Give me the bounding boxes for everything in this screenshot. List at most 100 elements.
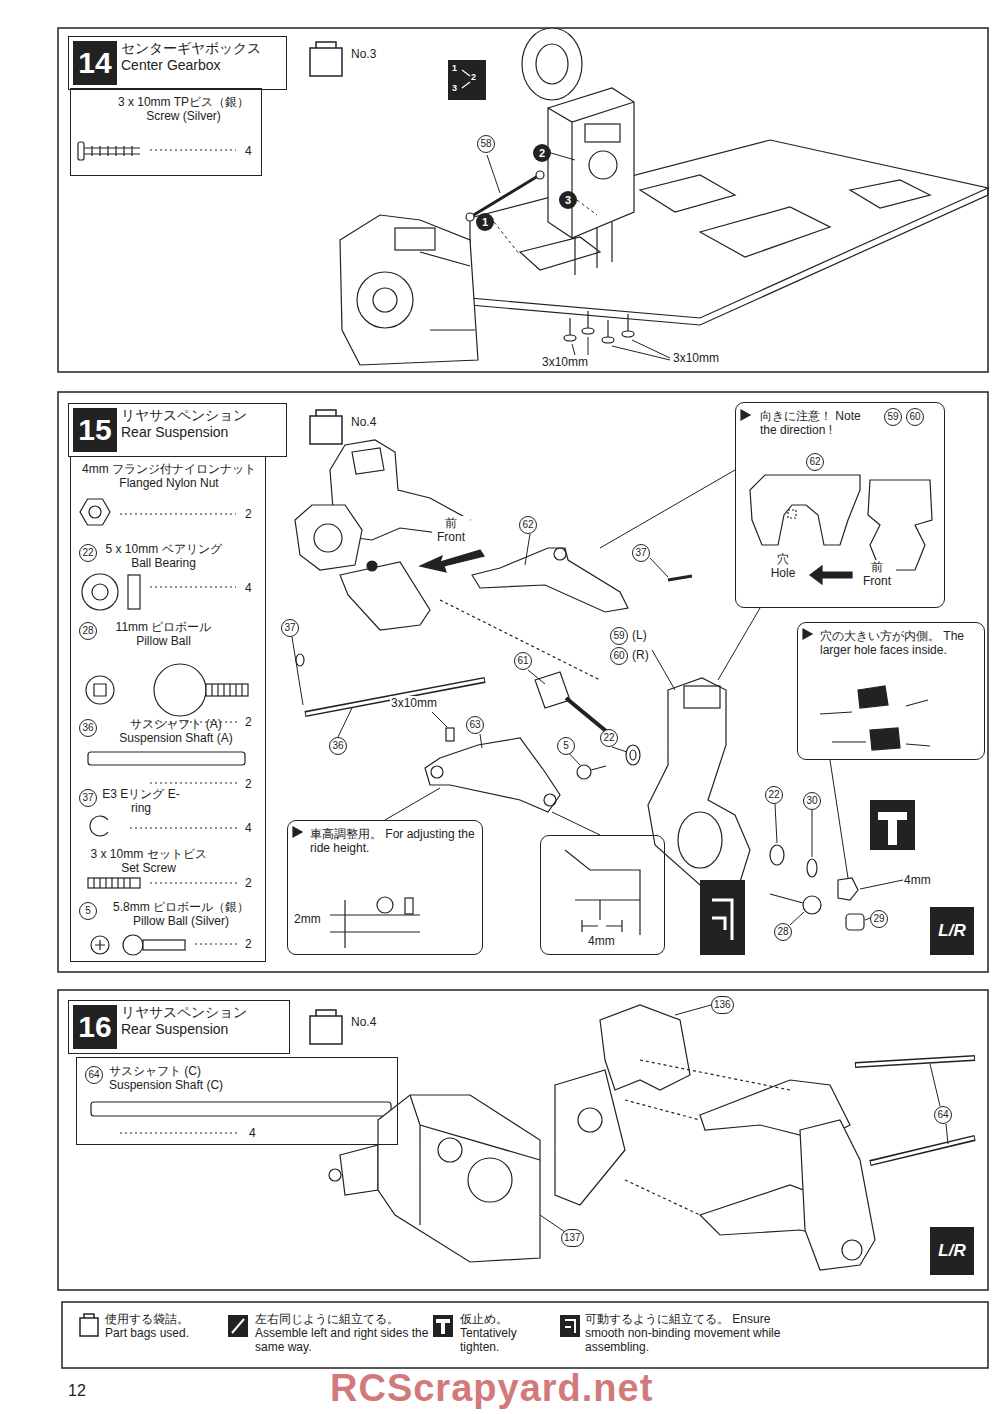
suspension-illustration bbox=[340, 562, 430, 630]
step-header: 14センターギヤボックス Center Gearbox bbox=[68, 36, 287, 90]
parts-list-box: 64サスシャフト (C) Suspension Shaft (C)4 bbox=[76, 1057, 398, 1145]
rear-assembly-illustration bbox=[378, 1095, 540, 1262]
dimension: 4mm bbox=[903, 873, 932, 887]
page-number: 12 bbox=[68, 1382, 86, 1400]
panel-frame bbox=[62, 1302, 988, 1368]
rear-assembly-illustration bbox=[329, 1169, 341, 1181]
suspension-illustration bbox=[367, 561, 377, 571]
parts-icon bbox=[143, 940, 185, 950]
parts-icon bbox=[88, 752, 245, 765]
part-text: 3 x 10mm セットビス Set Screw bbox=[86, 847, 211, 875]
step-order: 2 bbox=[533, 144, 551, 162]
legend-text: 可動するように組立てる。 Ensure smooth non-binding m… bbox=[585, 1312, 785, 1354]
parts-icon bbox=[94, 684, 106, 696]
suspension-illustration bbox=[425, 738, 560, 812]
suspension-illustration bbox=[807, 859, 817, 877]
chassis-illustration bbox=[640, 175, 735, 212]
parts-icon bbox=[92, 584, 108, 600]
direction-label: 前 Front bbox=[858, 560, 896, 588]
symbol-icon bbox=[232, 1319, 244, 1333]
left-right-icon: L/R bbox=[930, 907, 974, 955]
leader-line bbox=[338, 708, 352, 737]
bag-icon bbox=[80, 42, 342, 1336]
leader-line bbox=[432, 712, 447, 727]
suspension-illustration bbox=[472, 548, 628, 612]
leader-line bbox=[812, 810, 813, 857]
leader-line bbox=[528, 670, 545, 684]
parts-icon bbox=[212, 684, 242, 696]
suspension-illustration bbox=[770, 894, 803, 903]
chassis-illustration bbox=[536, 171, 544, 179]
parts-icon bbox=[84, 146, 140, 156]
step-number: 14 bbox=[73, 41, 117, 85]
leader-line bbox=[487, 153, 670, 360]
part-text: E3 Eリング E-ring bbox=[101, 787, 181, 815]
part-text: 11mm ピロボール Pillow Ball bbox=[101, 620, 226, 648]
quantity-leader bbox=[120, 1133, 240, 1134]
symbol-icon bbox=[700, 880, 745, 955]
leader-line bbox=[650, 558, 668, 577]
order-number: 2 bbox=[471, 72, 476, 82]
callout-number: 137 bbox=[561, 1229, 584, 1247]
rear-assembly-illustration bbox=[625, 1060, 790, 1215]
part-text: 3 x 10mm TPビス（銀） Screw (Silver) bbox=[111, 95, 256, 123]
callout-number: 63 bbox=[466, 716, 484, 734]
part-text: 向きに注意！ Note the direction ! bbox=[760, 409, 880, 437]
note-figure bbox=[293, 410, 932, 948]
part-text: 5 x 10mm ベアリング Ball Bearing bbox=[101, 542, 226, 570]
parts-icon bbox=[88, 878, 140, 888]
callout-number: 64 bbox=[934, 1106, 952, 1124]
symbol-icon bbox=[870, 800, 915, 850]
leader-line bbox=[830, 760, 848, 878]
rear-assembly-illustration bbox=[578, 1108, 602, 1132]
chassis-illustration bbox=[585, 124, 620, 142]
rear-assembly-illustration bbox=[329, 1005, 975, 1270]
quantity-leader bbox=[150, 150, 236, 151]
suspension-illustration bbox=[305, 680, 485, 714]
callout-number: 22 bbox=[600, 729, 618, 747]
leader-line bbox=[480, 734, 482, 748]
note-figure bbox=[582, 920, 622, 932]
parts-icon bbox=[128, 575, 140, 609]
step-title: リヤサスペンション Rear Suspension bbox=[121, 1004, 271, 1038]
suspension-illustration bbox=[295, 505, 362, 570]
callout-number: 59 bbox=[610, 627, 628, 645]
callout-number: 59 bbox=[884, 408, 902, 426]
chassis-illustration bbox=[395, 228, 435, 250]
quantity: 2 bbox=[243, 507, 254, 521]
note-figure bbox=[377, 897, 393, 913]
parts-icon bbox=[95, 940, 105, 950]
chassis-illustration bbox=[340, 28, 988, 365]
symbol-icon bbox=[436, 1319, 450, 1334]
leader-line bbox=[540, 1215, 565, 1232]
callout-number: 30 bbox=[803, 792, 821, 810]
callout-number: 22 bbox=[765, 786, 783, 804]
side-label: (R) bbox=[631, 648, 650, 662]
step-title: リヤサスペンション Rear Suspension bbox=[121, 407, 271, 441]
symbol-icon bbox=[560, 1315, 580, 1337]
suspension-illustration bbox=[846, 914, 864, 930]
callout-number: 62 bbox=[519, 516, 537, 534]
symbol-icon bbox=[228, 1315, 248, 1337]
bag-number: No.3 bbox=[350, 47, 377, 61]
leader-line bbox=[860, 880, 903, 889]
chassis-illustration bbox=[564, 335, 576, 341]
part-text: 5.8mm ピロボール（銀） Pillow Ball (Silver) bbox=[101, 900, 261, 928]
parts-icon bbox=[123, 935, 143, 955]
suspension-illustration bbox=[296, 654, 304, 666]
screw-size: 3x10mm bbox=[390, 696, 438, 710]
rear-assembly-illustration bbox=[340, 1145, 378, 1195]
rear-assembly-illustration bbox=[555, 1070, 625, 1205]
leader-line bbox=[551, 153, 575, 160]
callout-number: 36 bbox=[79, 719, 97, 737]
leader-line bbox=[525, 534, 530, 565]
leader-line bbox=[572, 337, 588, 355]
suspension-illustration bbox=[626, 745, 640, 765]
callout-number: 64 bbox=[85, 1066, 103, 1084]
note-box: 穴の大きい方が内側。 The larger hole faces inside. bbox=[797, 622, 985, 760]
quantity: 2 bbox=[243, 876, 254, 890]
callout-number: 37 bbox=[632, 544, 650, 562]
callout-number: 22 bbox=[79, 544, 97, 562]
parts-icon bbox=[78, 142, 84, 160]
